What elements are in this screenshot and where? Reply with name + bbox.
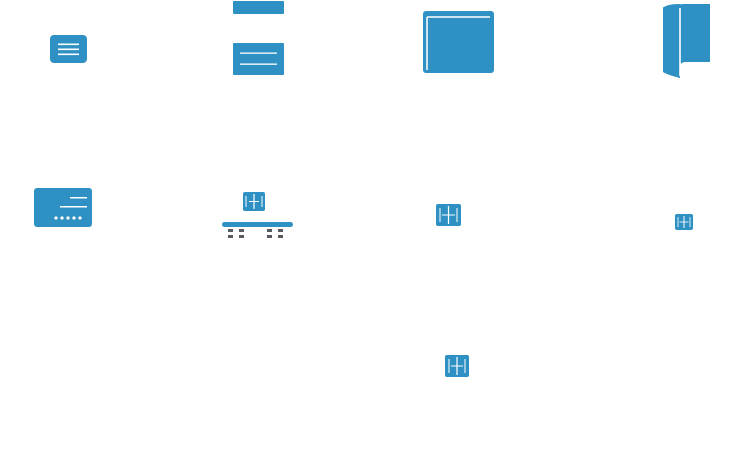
chip-icon-bottom <box>445 355 469 377</box>
framed-window-icon <box>423 11 494 73</box>
stacked-panels-icon <box>233 1 284 75</box>
chip-icon-small <box>675 214 693 230</box>
chip-on-rail-icon <box>222 192 293 238</box>
curved-panel-icon <box>662 3 710 78</box>
chip-icon-medium <box>436 204 461 226</box>
menu-icon <box>50 35 87 63</box>
keyboard-card-icon <box>34 188 92 227</box>
chip-icon <box>243 192 265 211</box>
